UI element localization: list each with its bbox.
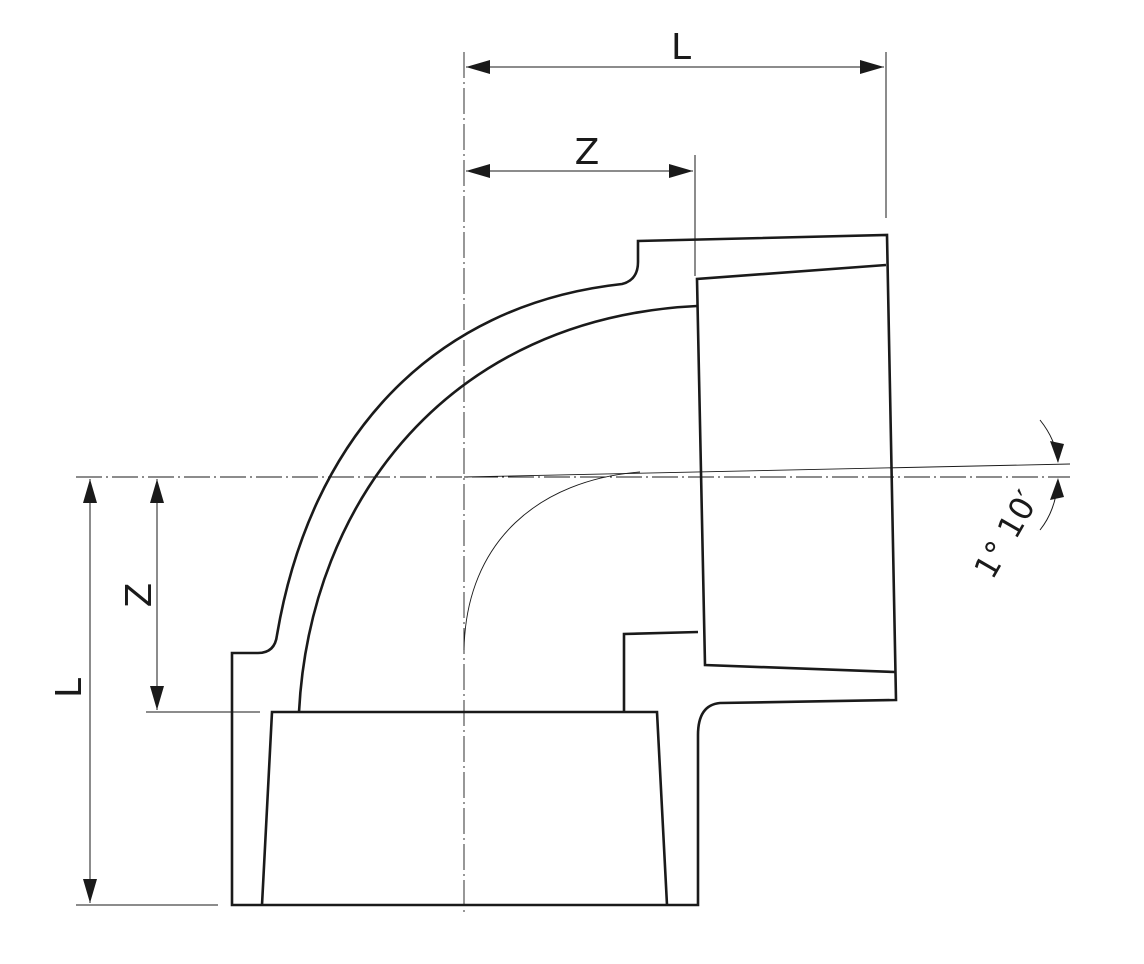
inner-bend	[297, 304, 698, 713]
dimension-left-l: L	[49, 479, 97, 903]
elbow-outer-outline	[230, 233, 898, 907]
dimension-left-z-label: Z	[119, 583, 160, 608]
dimension-top-l-label: L	[671, 27, 691, 68]
taper-reference-line	[463, 463, 1071, 478]
bend-centerline	[463, 471, 641, 651]
dimension-left-z: Z	[119, 479, 164, 710]
taper-angle-label: 1° 10′	[966, 484, 1046, 585]
dimension-top-l: L	[466, 27, 884, 74]
dimension-taper-angle: 1° 10′	[966, 419, 1064, 585]
dimension-top-z: Z	[466, 132, 693, 178]
dimension-left-l-label: L	[49, 678, 90, 698]
inner-step	[622, 630, 699, 712]
dimension-top-z-label: Z	[575, 132, 600, 173]
bottom-socket	[260, 710, 669, 906]
